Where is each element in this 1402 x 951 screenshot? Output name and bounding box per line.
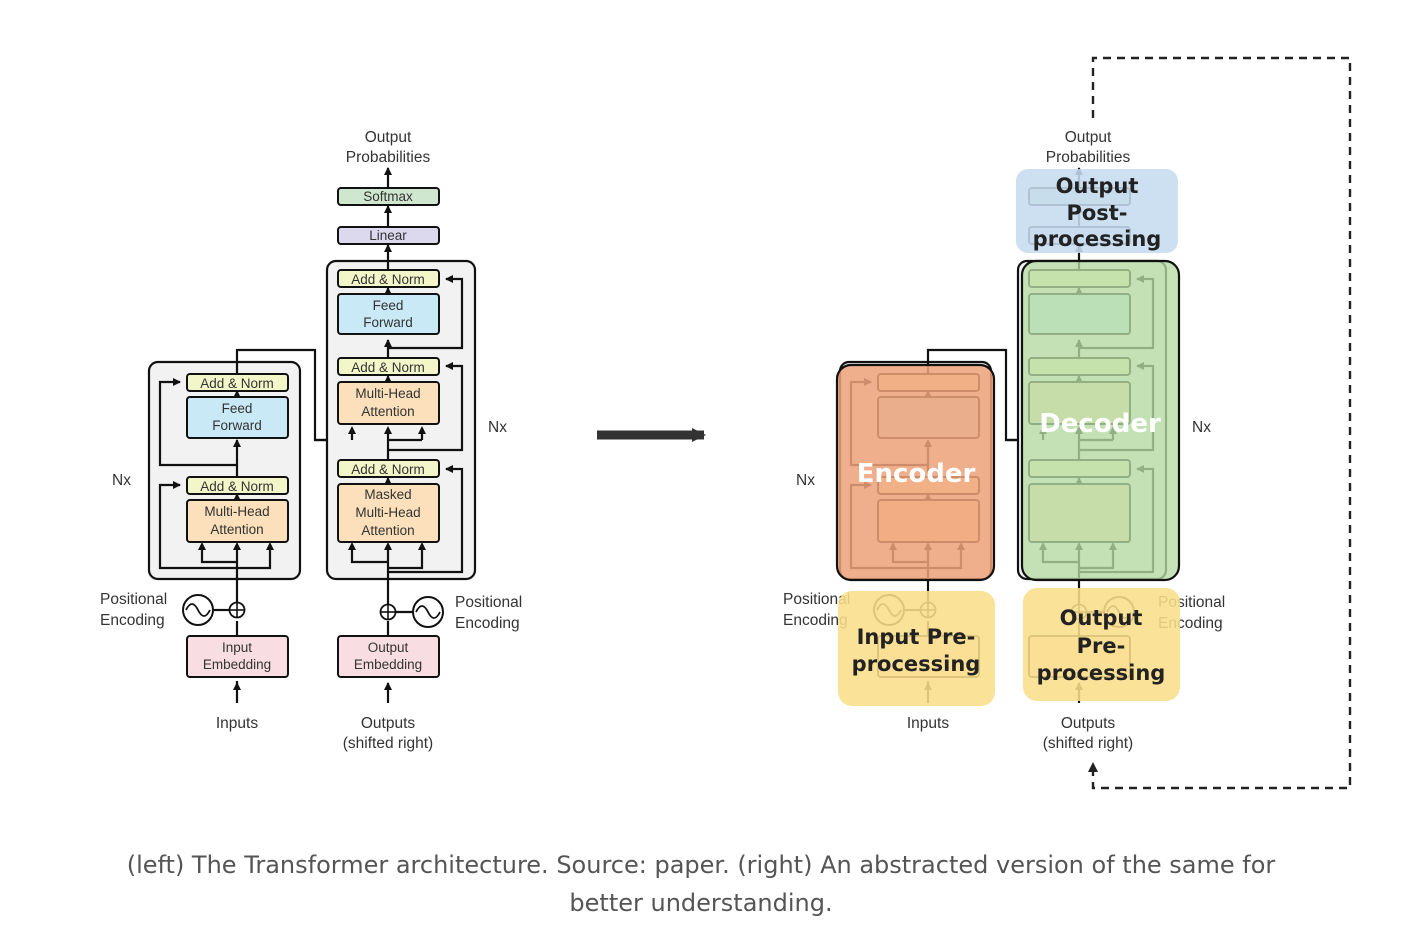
- r-output-prob-label-2: Probabilities: [1046, 149, 1131, 166]
- output-pre-processing-label-3: processing: [1037, 661, 1166, 685]
- r-encoder-nx-label: Nx: [796, 472, 815, 489]
- encoder-add-norm-bottom-label: Add & Norm: [200, 479, 274, 494]
- input-pre-processing-label-1: Input Pre-: [857, 625, 976, 649]
- figure-caption: (left) The Transformer architecture. Sou…: [126, 851, 1276, 917]
- right-diagram: Output Probabilities Inputs Outputs (shi…: [783, 56, 1352, 790]
- left-diagram: Add & Norm Feed Forward Add & Norm Multi…: [100, 129, 522, 752]
- transformer-diagram: Add & Norm Feed Forward Add & Norm Multi…: [100, 56, 1352, 790]
- decoder-overlay: [1020, 259, 1181, 582]
- output-pre-processing-label-1: Output: [1060, 606, 1143, 630]
- decoder-add-norm-top-label: Add & Norm: [351, 272, 425, 287]
- decoder-overlay-label: Decoder: [1039, 409, 1161, 439]
- post-processing-label-2: Post-: [1066, 201, 1127, 225]
- r-pos-enc-left-label-1: Positional: [783, 591, 850, 608]
- post-processing-label-3: processing: [1033, 227, 1162, 251]
- softmax-label: Softmax: [363, 189, 413, 204]
- pos-enc-right-label-1: Positional: [455, 594, 522, 611]
- output-embedding-label-1: Output: [368, 640, 409, 655]
- input-embedding-label-1: Input: [222, 640, 252, 655]
- output-pre-processing-overlay: [1023, 588, 1180, 701]
- decoder-add-norm-bottom-label: Add & Norm: [351, 462, 425, 477]
- r-pos-enc-left-label-2: Encoding: [783, 612, 848, 629]
- encoder-ff-label-1: Feed: [222, 401, 253, 416]
- r-decoder-nx-label: Nx: [1192, 419, 1211, 436]
- output-embedding-label-2: Embedding: [354, 657, 422, 672]
- r-outputs-label-1: Outputs: [1061, 715, 1116, 732]
- encoder-ff-label-2: Forward: [212, 418, 262, 433]
- pos-enc-left-label-1: Positional: [100, 591, 167, 608]
- input-embedding-label-2: Embedding: [203, 657, 271, 672]
- post-processing-label-1: Output: [1056, 174, 1139, 198]
- decoder-mha-label-1: Multi-Head: [355, 386, 420, 401]
- input-pre-processing-label-2: processing: [852, 652, 981, 676]
- pos-enc-right-label-2: Encoding: [455, 615, 520, 632]
- decoder-add-norm-mid-label: Add & Norm: [351, 360, 425, 375]
- encoder-add-norm-top-label: Add & Norm: [200, 376, 274, 391]
- inputs-label: Inputs: [216, 715, 258, 732]
- encoder-overlay: [835, 363, 996, 582]
- decoder-masked-label-2: Multi-Head: [355, 505, 420, 520]
- decoder-ff-label-1: Feed: [373, 298, 404, 313]
- encoder-mha-label-2: Attention: [210, 522, 263, 537]
- feedback-loop-dashed: [1091, 56, 1352, 790]
- pos-enc-left-label-2: Encoding: [100, 612, 165, 629]
- decoder-masked-label-1: Masked: [364, 487, 411, 502]
- decoder-ff-label-2: Forward: [363, 315, 413, 330]
- r-output-prob-label-1: Output: [1065, 129, 1112, 146]
- output-prob-label-1: Output: [365, 129, 412, 146]
- output-post-processing-overlay: [1016, 169, 1178, 253]
- outputs-label-1: Outputs: [361, 715, 416, 732]
- input-pre-processing-overlay: [838, 591, 995, 706]
- output-pre-processing-label-2: Pre-: [1077, 634, 1126, 658]
- r-inputs-label: Inputs: [907, 715, 949, 732]
- r-outputs-label-2: (shifted right): [1043, 735, 1133, 752]
- encoder-nx-label: Nx: [112, 472, 131, 489]
- output-prob-label-2: Probabilities: [346, 149, 431, 166]
- encoder-overlay-label: Encoder: [857, 459, 976, 489]
- decoder-nx-label: Nx: [488, 419, 507, 436]
- outputs-label-2: (shifted right): [343, 735, 433, 752]
- decoder-masked-label-3: Attention: [361, 523, 414, 538]
- linear-label: Linear: [369, 228, 407, 243]
- encoder-mha-label-1: Multi-Head: [204, 504, 269, 519]
- decoder-mha-label-2: Attention: [361, 404, 414, 419]
